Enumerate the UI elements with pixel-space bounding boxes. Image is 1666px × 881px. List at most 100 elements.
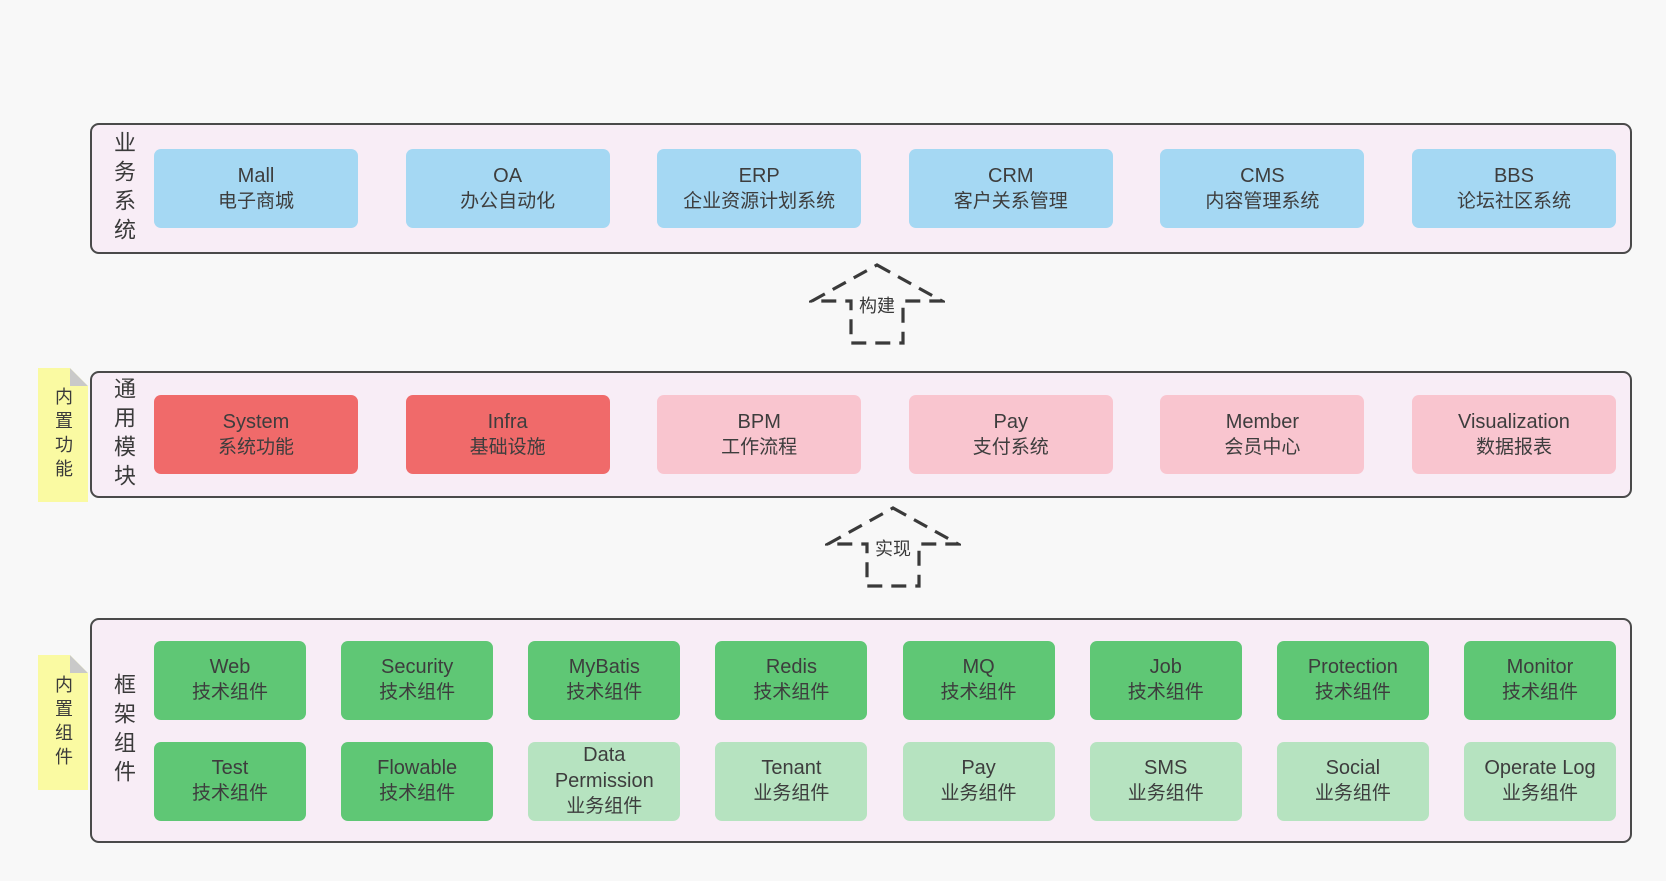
sticky-tag-text: 内置功能 — [53, 387, 73, 483]
box-row: System 系统功能 Infra 基础设施 BPM 工作流程 Pay 支付系统 Member 会… — [154, 395, 1616, 474]
box-subtitle: 论坛社区系统 — [1456, 190, 1571, 212]
layer-label-text: 框架组件 — [111, 672, 136, 789]
layer-label-text: 业务系统 — [111, 130, 136, 247]
layer-label-modules: 通用模块 — [92, 373, 154, 496]
layer-rows: System 系统功能 Infra 基础设施 BPM 工作流程 Pay 支付系统 Member 会… — [154, 373, 1616, 496]
box-title: OA — [493, 164, 523, 187]
box-title: CRM — [988, 164, 1034, 187]
box-subtitle: 技术组件 — [1314, 682, 1391, 704]
box-subtitle: 会员中心 — [1224, 436, 1301, 458]
box-protection: Protection 技术组件 — [1276, 640, 1429, 720]
box-bpm: BPM 工作流程 — [657, 395, 862, 474]
box-subtitle: 技术组件 — [379, 783, 456, 805]
box-subtitle: 企业资源计划系统 — [683, 190, 836, 212]
layer-label-text: 通用模块 — [111, 376, 136, 493]
box-subtitle: 业务组件 — [1501, 783, 1578, 805]
box-erp: ERP 企业资源计划系统 — [657, 149, 862, 228]
layer-modules: 通用模块 System 系统功能 Infra 基础设施 BPM 工作流程 Pay 支付系统 Mem… — [90, 371, 1632, 498]
box-subtitle: 客户关系管理 — [953, 190, 1068, 212]
box-mybatis: MyBatis 技术组件 — [528, 640, 681, 720]
box-pay: Pay 支付系统 — [908, 395, 1113, 474]
box-title: Data Permission — [554, 744, 654, 793]
box-title: Redis — [765, 656, 817, 679]
box-crm: CRM 客户关系管理 — [908, 149, 1113, 228]
box-subtitle: 业务组件 — [1127, 783, 1204, 805]
box-title: BPM — [737, 410, 781, 433]
box-title: Pay — [993, 410, 1029, 433]
box-title: ERP — [738, 164, 780, 187]
box-title: Operate Log — [1484, 757, 1596, 780]
box-redis: Redis 技术组件 — [715, 640, 868, 720]
box-title: Monitor — [1506, 656, 1574, 679]
box-web: Web 技术组件 — [154, 640, 306, 720]
box-title: Social — [1325, 757, 1381, 780]
box-title: Flowable — [377, 757, 458, 780]
box-subtitle: 工作流程 — [721, 436, 798, 458]
dashed-up-arrow-implement: 实现 — [825, 505, 961, 589]
box-subtitle: 技术组件 — [1127, 682, 1204, 704]
box-subtitle: 技术组件 — [753, 682, 830, 704]
up-arrow-icon — [825, 506, 961, 588]
box-subtitle: 业务组件 — [1314, 783, 1391, 805]
box-title: Mall — [237, 164, 275, 187]
box-subtitle: 业务组件 — [940, 783, 1017, 805]
box-title: Protection — [1307, 656, 1398, 679]
box-title: MyBatis — [568, 656, 640, 679]
sticky-tag-framework: 内置组件 — [38, 655, 88, 790]
box-subtitle: 技术组件 — [191, 682, 268, 704]
box-title: BBS — [1493, 164, 1534, 187]
box-title: CMS — [1240, 164, 1285, 187]
arrow-label: 构建 — [856, 290, 898, 320]
box-title: Visualization — [1458, 410, 1570, 433]
box-bbs: BBS 论坛社区系统 — [1411, 149, 1616, 228]
box-sms: SMS 业务组件 — [1089, 741, 1242, 821]
box-subtitle: 数据报表 — [1475, 436, 1552, 458]
box-infra: Infra 基础设施 — [405, 395, 610, 474]
box-subtitle: 系统功能 — [217, 436, 294, 458]
layer-label-business: 业务系统 — [92, 125, 154, 252]
sticky-tag-modules: 内置功能 — [38, 368, 88, 502]
box-visualization: Visualization 数据报表 — [1411, 395, 1616, 474]
box-operate-log: Operate Log 业务组件 — [1463, 741, 1616, 821]
box-mall: Mall 电子商城 — [154, 149, 358, 228]
box-monitor: Monitor 技术组件 — [1463, 640, 1616, 720]
layer-label-framework: 框架组件 — [92, 620, 154, 841]
dashed-up-arrow-build: 构建 — [809, 262, 945, 346]
box-subtitle: 电子商城 — [217, 190, 294, 212]
box-subtitle: 支付系统 — [972, 436, 1049, 458]
box-title: Member — [1225, 410, 1300, 433]
box-title: SMS — [1144, 757, 1188, 780]
box-title: MQ — [962, 656, 995, 679]
box-title: System — [222, 410, 290, 433]
box-flowable: Flowable 技术组件 — [341, 741, 494, 821]
box-title: Infra — [487, 410, 528, 433]
box-subtitle: 基础设施 — [469, 436, 546, 458]
box-social: Social 业务组件 — [1276, 741, 1429, 821]
up-arrow-icon — [809, 263, 945, 345]
box-subtitle: 技术组件 — [1501, 682, 1578, 704]
box-system: System 系统功能 — [154, 395, 358, 474]
box-subtitle: 技术组件 — [566, 682, 643, 704]
box-subtitle: 业务组件 — [753, 783, 830, 805]
arrow-label: 实现 — [872, 533, 914, 563]
box-title: Web — [209, 656, 251, 679]
sticky-tag-text: 内置组件 — [53, 674, 73, 771]
box-title: Test — [211, 757, 249, 780]
box-member: Member 会员中心 — [1160, 395, 1365, 474]
